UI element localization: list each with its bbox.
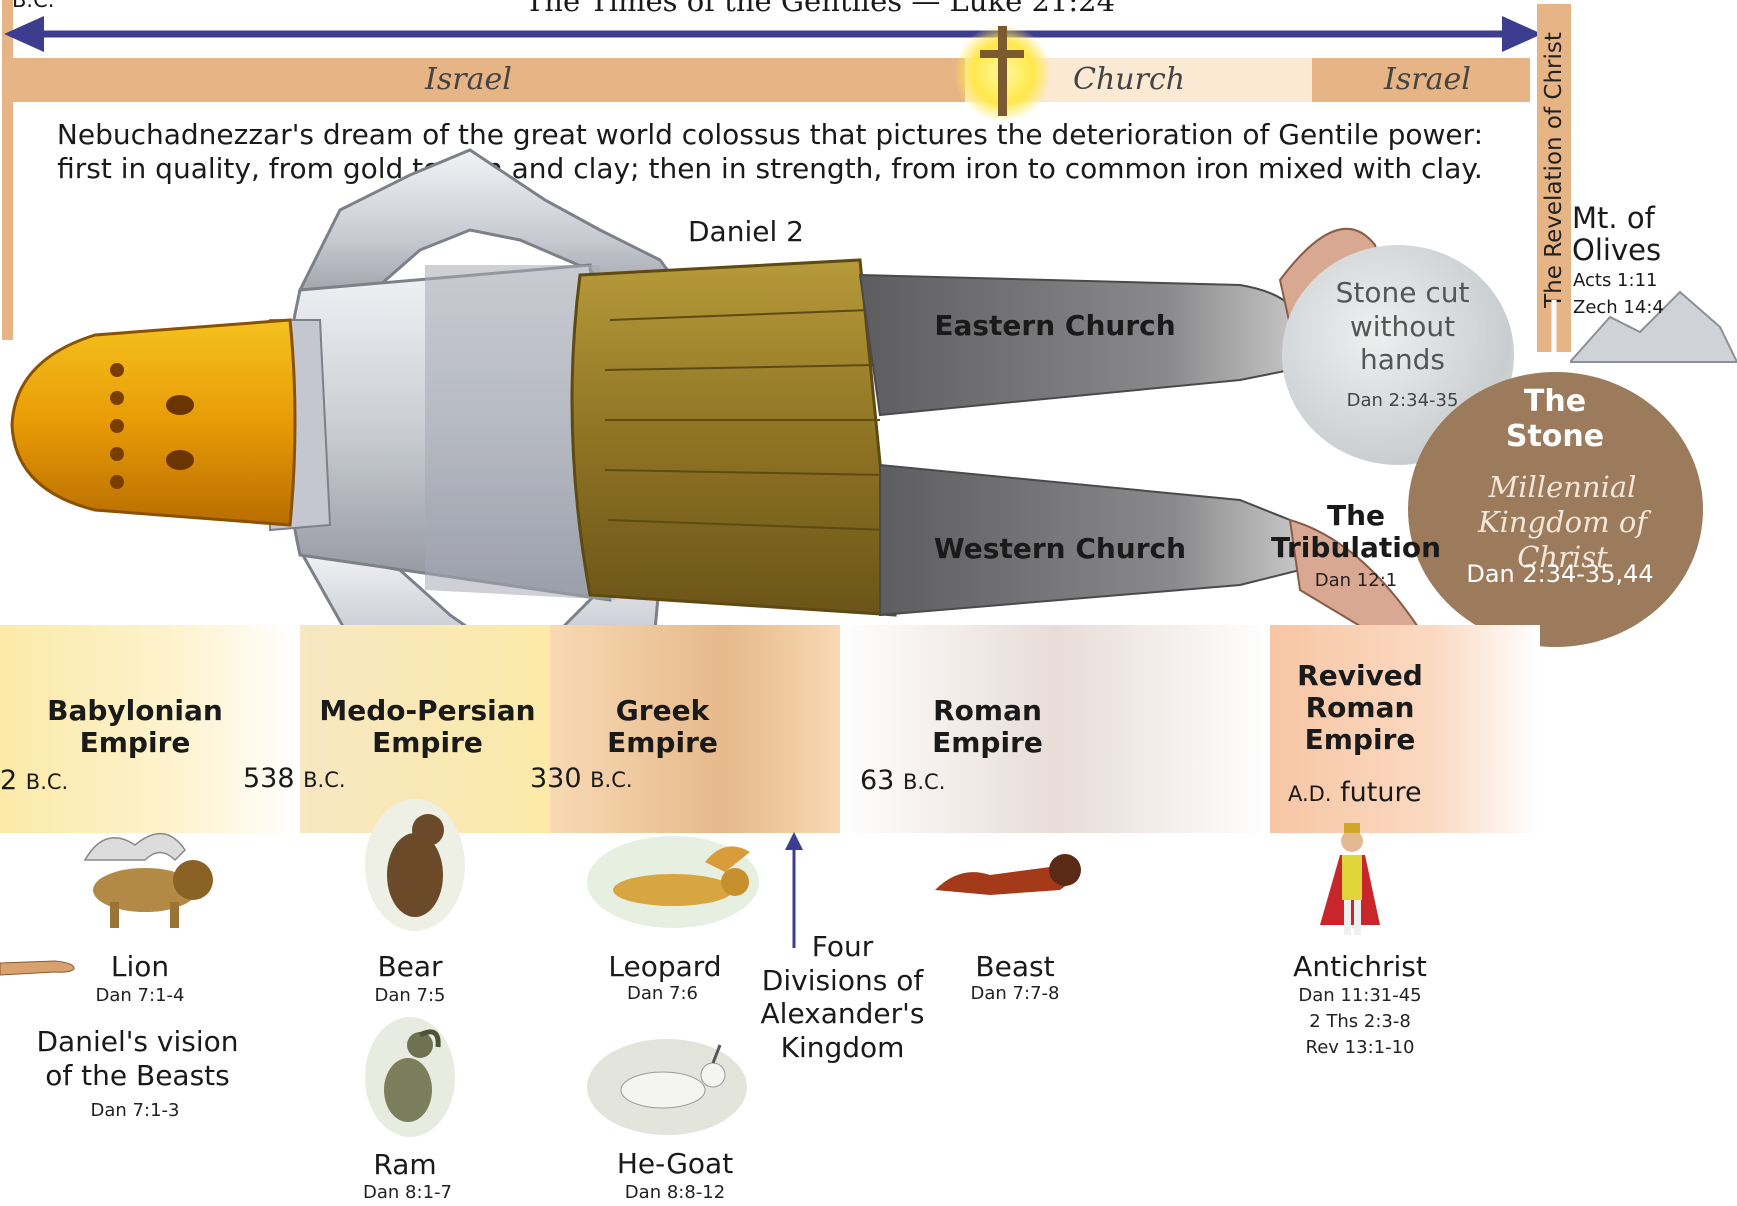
beast-antichrist: Antichrist [1285, 950, 1435, 984]
beast-bear: Bear [350, 950, 470, 984]
beast-beast-ref: Dan 7:7-8 [960, 981, 1070, 1007]
date-roman: 63 B.C. [860, 765, 945, 796]
date-medopersian: 538 B.C. [243, 763, 346, 794]
eastern-church-label: Eastern Church [925, 310, 1185, 342]
antichrist-ref-1: Dan 11:31-45 [1290, 983, 1430, 1009]
stone-title: The Stone [1490, 385, 1620, 454]
date-babylonian: 2 B.C. [0, 765, 68, 796]
empire-babylonian: Babylonian Empire [40, 695, 230, 759]
beast-icon [930, 845, 1085, 905]
date-greek: 330 B.C. [530, 763, 633, 794]
mount-icon [1570, 282, 1737, 372]
beast-ram-ref: Dan 8:1-7 [350, 1180, 465, 1206]
beast-bear-ref: Dan 7:5 [350, 983, 470, 1009]
antichrist-ref-3: Rev 13:1-10 [1290, 1035, 1430, 1061]
empire-revived: Revived Roman Empire [1290, 660, 1430, 757]
band-roman [840, 625, 1270, 833]
beast-hegoat: He-Goat [600, 1147, 750, 1181]
mount-ref-acts: Acts 1:11 [1573, 270, 1657, 291]
antichrist-ref-2: 2 Ths 2:3-8 [1290, 1009, 1430, 1035]
timeline-start-label: B.C. [12, 0, 54, 12]
tribulation-label: The Tribulation [1270, 500, 1442, 564]
kingdom-ref: Dan 2:34-35,44 [1445, 560, 1675, 589]
mount-ref-zech: Zech 14:4 [1573, 297, 1664, 318]
beast-hegoat-ref: Dan 8:8-12 [610, 1180, 740, 1206]
beast-lion: Lion [85, 950, 195, 984]
lion-icon [65, 820, 215, 930]
antichrist-icon [1310, 815, 1390, 945]
beast-beast: Beast [960, 950, 1070, 984]
date-revived: A.D. future [1288, 777, 1422, 808]
kingdom-label: Millennial Kingdom of Christ [1430, 470, 1695, 574]
empire-greek: Greek Empire [595, 695, 730, 759]
bear-icon [360, 795, 470, 935]
beast-leopard: Leopard [595, 950, 735, 984]
western-church-label: Western Church [925, 533, 1195, 565]
beast-ram: Ram [350, 1148, 460, 1182]
mount-label: Mt. of Olives [1572, 202, 1712, 267]
timeline-arrow [0, 12, 1545, 58]
he-goat-icon [585, 1035, 750, 1140]
ram-icon [360, 1015, 460, 1140]
four-divisions-label: Four Divisions of Alexander's Kingdom [755, 930, 930, 1064]
leopard-icon [585, 832, 760, 932]
tribulation-ref: Dan 12:1 [1300, 568, 1412, 594]
empire-roman: Roman Empire [920, 695, 1055, 759]
beast-leopard-ref: Dan 7:6 [605, 981, 720, 1007]
vision-ref: Dan 7:1-3 [80, 1098, 190, 1124]
pointing-hand-icon [0, 955, 80, 979]
empire-medopersian: Medo-Persian Empire [315, 695, 540, 759]
stone-cut-label: Stone cut without hands [1320, 276, 1485, 377]
beast-lion-ref: Dan 7:1-4 [75, 983, 205, 1009]
vision-label: Daniel's vision of the Beasts [30, 1025, 245, 1092]
